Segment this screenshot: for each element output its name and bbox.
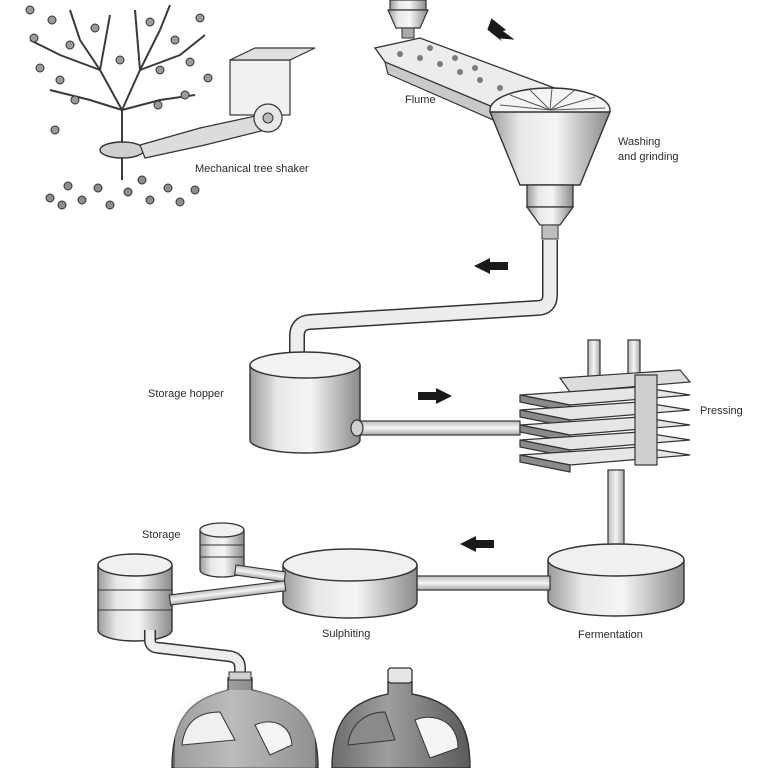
label-washing-line2: and grinding xyxy=(618,151,679,163)
label-storage-hopper: Storage hopper xyxy=(148,388,224,400)
pipe-large-barrel-to-sulphiting xyxy=(168,580,287,606)
arrow-icon xyxy=(474,258,508,274)
label-sulphiting: Sulphiting xyxy=(322,628,370,640)
apple-tree xyxy=(25,4,213,210)
top-feeder xyxy=(387,0,429,39)
arrow-icon xyxy=(418,388,452,404)
bottle-icon xyxy=(331,667,471,768)
fallen-apples xyxy=(45,175,200,210)
large-storage-barrel xyxy=(97,553,173,642)
storage-hopper xyxy=(249,351,361,454)
sulphiting-tank xyxy=(282,548,418,619)
press xyxy=(519,339,692,473)
arrow-icon xyxy=(487,18,515,42)
arrow-icon xyxy=(460,536,494,552)
label-fermentation: Fermentation xyxy=(578,629,643,641)
label-pressing: Pressing xyxy=(700,405,743,417)
fermentation-tank xyxy=(547,543,685,617)
pipe-fermentation-to-sulphiting xyxy=(414,575,551,591)
bottle-icon xyxy=(171,671,319,768)
label-storage: Storage xyxy=(142,529,181,541)
mechanical-tree-shaker xyxy=(99,47,316,159)
tree-icon xyxy=(29,4,206,180)
label-flume: Flume xyxy=(405,94,436,106)
washing-grinding-unit xyxy=(488,87,612,240)
pipe-washing-to-hopper xyxy=(289,240,558,358)
label-tree-shaker: Mechanical tree shaker xyxy=(195,163,309,175)
pipe-hopper-to-press xyxy=(354,420,521,436)
pipe-small-barrel-to-sulphiting xyxy=(233,564,287,583)
label-washing-line1: Washing xyxy=(618,136,660,148)
